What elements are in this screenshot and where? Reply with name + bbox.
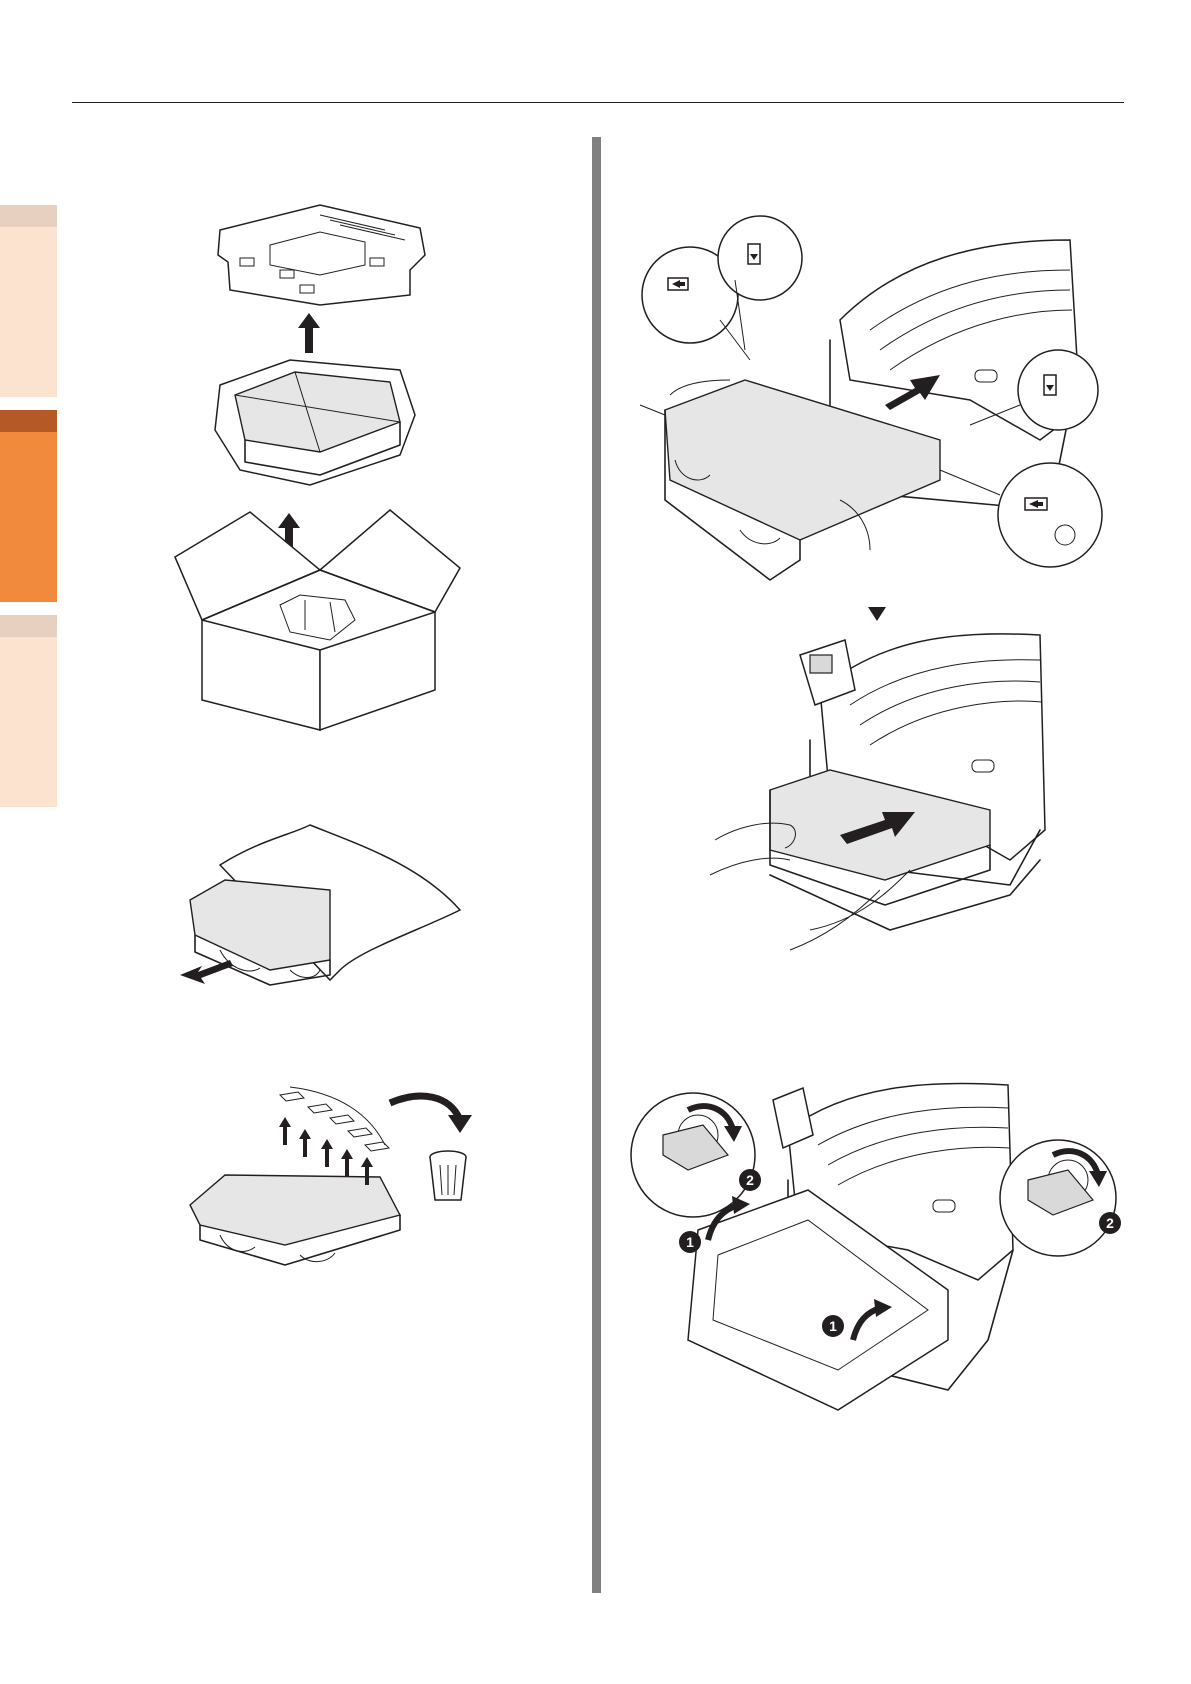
side-tab-3-cap[interactable] xyxy=(0,615,57,637)
bagged-belt-unit xyxy=(215,360,415,485)
side-tab-3[interactable] xyxy=(0,637,57,807)
curved-arrow-icon xyxy=(390,1096,472,1133)
column-divider xyxy=(592,137,601,1593)
pull-arrow-icon xyxy=(180,960,233,984)
remove-parts-illustration xyxy=(180,1085,480,1270)
cardboard-box xyxy=(175,510,460,730)
belt-unit-open xyxy=(190,1175,400,1245)
side-tab-1-cap[interactable] xyxy=(0,205,57,227)
step-badge-2-right: 2 xyxy=(1099,1212,1121,1234)
protective-parts xyxy=(280,1092,389,1151)
push-belt-illustration xyxy=(710,630,1050,950)
step-badge-2-left: 2 xyxy=(739,1169,761,1191)
side-tab-1[interactable] xyxy=(0,227,57,397)
remove-bag-illustration xyxy=(180,820,470,990)
lock-levers-illustration: 1 2 1 2 xyxy=(628,1080,1128,1410)
header-rule xyxy=(72,102,1124,103)
side-tab-2-cap[interactable] xyxy=(0,410,57,432)
svg-text:1: 1 xyxy=(686,1234,694,1250)
step-badge-1-right: 1 xyxy=(822,1315,844,1337)
callout-lever-right xyxy=(1000,1140,1116,1256)
side-tab-2-active[interactable] xyxy=(0,432,57,602)
unpack-box-illustration xyxy=(170,200,470,740)
step-badge-1-left: 1 xyxy=(679,1231,701,1253)
belt-unit xyxy=(190,880,330,970)
svg-text:2: 2 xyxy=(1106,1215,1114,1231)
trash-can-icon xyxy=(430,1151,466,1200)
up-arrows-icon xyxy=(279,1117,373,1185)
svg-text:1: 1 xyxy=(829,1318,837,1334)
up-arrow-icon xyxy=(298,313,320,353)
packing-tray xyxy=(218,205,425,305)
svg-text:2: 2 xyxy=(746,1172,754,1188)
next-step-triangle-icon xyxy=(868,607,886,621)
belt-unit-being-inserted xyxy=(665,380,940,580)
install-belt-illustration xyxy=(640,230,1100,610)
callout-magnifier-top xyxy=(718,216,802,300)
callout-magnifier-right xyxy=(1018,350,1098,430)
callout-magnifier-bottom-right xyxy=(998,463,1102,567)
